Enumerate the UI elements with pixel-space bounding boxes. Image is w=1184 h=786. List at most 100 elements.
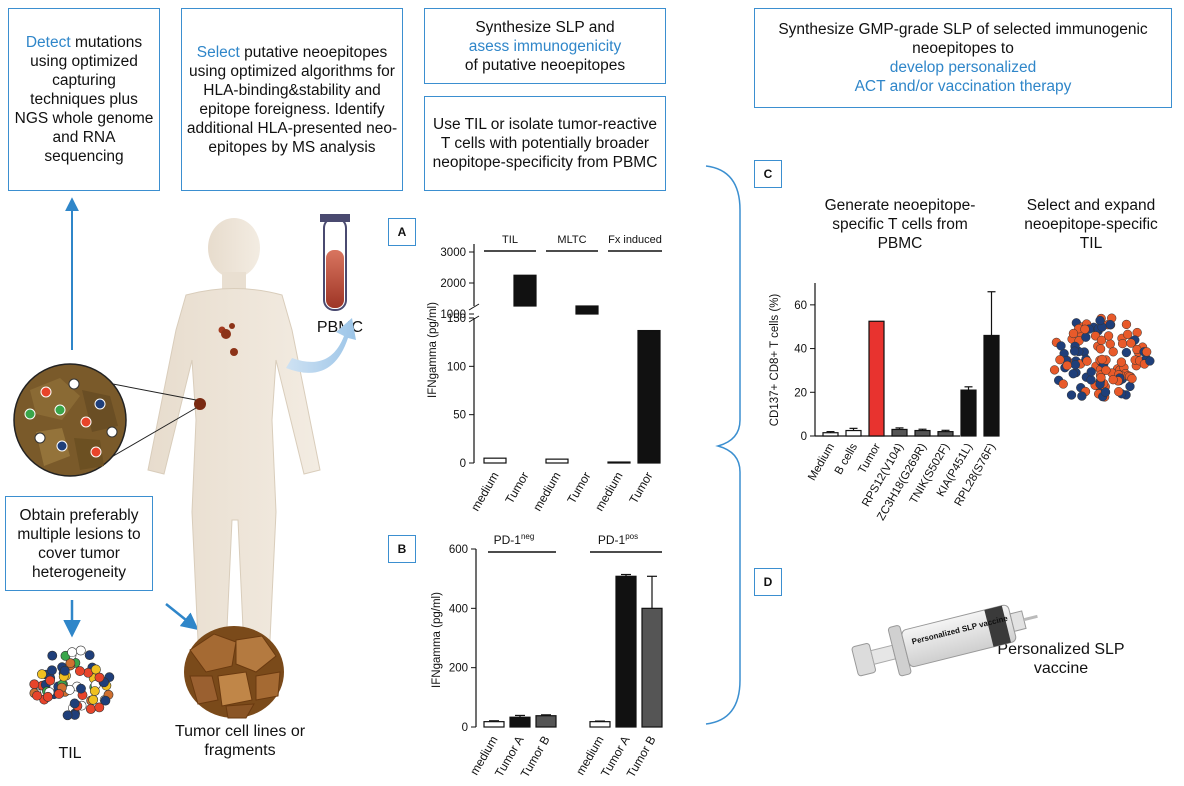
y-tick-label: 1000 [440, 309, 466, 321]
y-tick-label: 3000 [440, 247, 466, 259]
detect-highlight: Detect [25, 34, 71, 51]
panel-label-a: A [388, 218, 416, 246]
group-label-base: PD-1 [494, 533, 522, 547]
bar [914, 429, 931, 437]
expanded-cell [1062, 360, 1072, 371]
bar [891, 428, 908, 437]
til-cell [67, 647, 78, 658]
til-cell [65, 658, 76, 669]
expanded-cell [1123, 329, 1133, 339]
gmp-highlight1: develop personalized [889, 59, 1037, 76]
y-tick-label: 0 [801, 431, 807, 443]
y-tick-label: 150 [447, 313, 466, 325]
expanded-cell [1086, 367, 1096, 377]
expanded-cell [1068, 369, 1078, 379]
bar [983, 334, 1000, 437]
detect-box: Detect mutations using optimized capturi… [8, 8, 160, 191]
expanded-cell [1100, 387, 1111, 397]
panel-label-d: D [754, 568, 782, 596]
til-cell [47, 650, 58, 661]
y-tick-label: 100 [447, 361, 466, 373]
til-cell [29, 679, 40, 690]
bar [513, 274, 537, 307]
bar [589, 721, 611, 728]
human-body-icon [147, 218, 321, 695]
select-expand-label: Select and expand neoepitope-specific TI… [1024, 197, 1158, 252]
til-cell [37, 669, 47, 680]
blood-tube-icon [320, 214, 350, 311]
vaccine-label: Personalized SLP vaccine [997, 641, 1125, 677]
bar [641, 607, 663, 728]
bar [575, 305, 599, 315]
til-text: Use TIL or isolate tumor-reactive T cell… [432, 116, 658, 171]
expanded-cell [1145, 356, 1155, 366]
til-cell [74, 666, 85, 676]
expanded-cell [1125, 381, 1135, 392]
expanded-cell [1055, 355, 1065, 365]
synthesize-box: Synthesize SLP and asess immunogenicity … [424, 8, 666, 84]
bar [937, 431, 954, 437]
axis-break [468, 315, 480, 323]
expanded-cell [1108, 347, 1118, 357]
til-cell [89, 686, 100, 696]
til-cell [62, 710, 73, 721]
y-tick-label: 50 [453, 410, 466, 422]
til-cell [88, 694, 99, 705]
group-label-sup: neg [521, 532, 534, 541]
x-tick-label: Tumor [564, 470, 593, 507]
select-box: Select putative neoepitopes using optimi… [181, 8, 403, 191]
axis-break [468, 303, 480, 311]
y-tick-label: 2000 [440, 278, 466, 290]
select-text: putative neoepitopes using optimized alg… [186, 43, 398, 156]
expanded-cell [1105, 339, 1115, 349]
group-label: PD-1pos [598, 532, 638, 547]
til-cell [94, 672, 105, 683]
bar [615, 575, 637, 728]
panel-label-b: B [388, 535, 416, 563]
obtain-box: Obtain preferably multiple lesions to co… [5, 496, 153, 591]
expanded-cell [1121, 347, 1132, 358]
expanded-cell [1114, 386, 1124, 397]
y-tick-label: 0 [460, 458, 466, 470]
y-tick-label: 200 [449, 663, 468, 675]
til-cell [91, 664, 101, 675]
bar [960, 389, 977, 437]
bar [483, 721, 505, 728]
til-cell [75, 645, 86, 656]
til-cell [69, 698, 80, 709]
til-cell [100, 695, 111, 706]
expanded-cell [1056, 341, 1066, 351]
group-label-sup: pos [625, 532, 638, 541]
x-tick-label: medium [468, 470, 501, 514]
til-cell [85, 704, 96, 714]
y-axis-label: IFNgamma (pg/ml) [431, 592, 443, 688]
tumor-fragments-icon [184, 626, 284, 719]
expanded-cell [1096, 335, 1107, 345]
expanded-cell [1142, 347, 1152, 357]
syringe-icon: Personalized SLP vaccine [851, 604, 1038, 677]
tumor-lines-label: Tumor cell lines or fragments [174, 723, 306, 759]
til-label: TIL [58, 745, 82, 762]
y-axis-label: IFNgamma (pg/ml) [427, 302, 439, 398]
expanded-cell [1097, 354, 1107, 365]
bar [868, 320, 885, 437]
bar [822, 432, 839, 437]
synth-highlight: asess immunogenicity [468, 37, 622, 55]
til-cluster-icon [29, 645, 115, 721]
gmp-line1: Synthesize GMP-grade SLP of selected imm… [778, 21, 1148, 57]
expanded-cell [1066, 390, 1077, 400]
y-tick-label: 0 [462, 722, 468, 734]
bar [535, 715, 557, 728]
expanded-cell [1068, 328, 1079, 339]
x-tick-label: medium [592, 470, 625, 514]
y-tick-label: 400 [449, 603, 468, 615]
bar [483, 457, 507, 464]
til-cell [76, 683, 86, 694]
expanded-cell [1070, 360, 1080, 370]
detect-text: mutations using optimized capturing tech… [14, 34, 154, 165]
synth-line1: Synthesize SLP and [475, 18, 615, 36]
til-cell [45, 675, 56, 686]
